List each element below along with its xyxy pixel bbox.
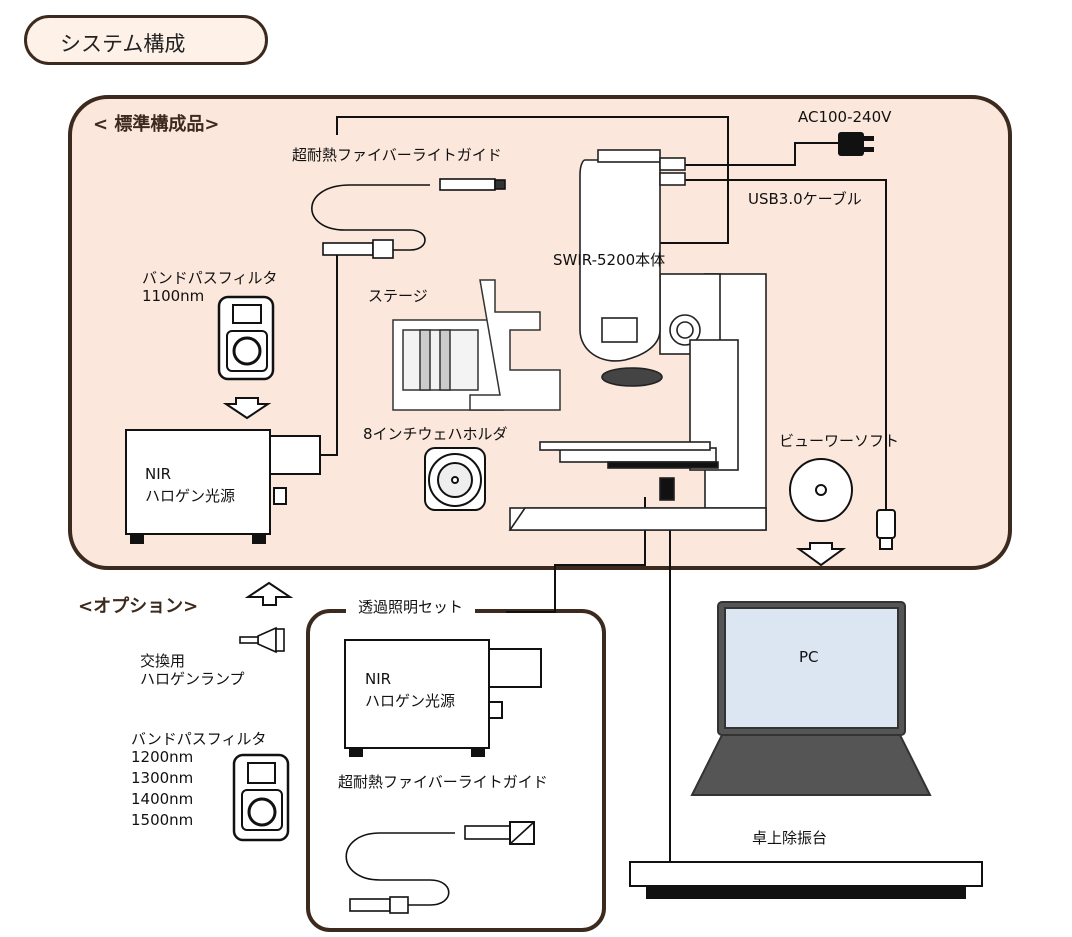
wafer-holder-label: 8インチウェハホルダ [363,425,508,443]
light-source-line1: NIR [145,465,172,483]
option-bandpass-filter-icon [232,753,290,842]
title-pill [24,15,268,65]
lamp-label-line2: ハロゲンランプ [140,670,245,688]
arrow-up-icon [244,581,294,606]
arrow-down-icon [222,397,272,420]
arrow-down-icon [795,542,847,567]
light-source-line2: ハロゲン光源 [145,487,236,505]
option-filter-nm: 1500nm [131,811,194,829]
transmit-fiber-label: 超耐熱ファイバーライトガイド [338,773,548,791]
wafer-holder-icon [424,447,486,511]
vibration-table-icon [629,861,983,899]
main-unit-label: SWIR-5200本体 [553,251,666,269]
halogen-lamp-icon [239,626,285,654]
power-plug-icon [838,132,874,156]
usb-connector-icon [876,509,896,550]
viewer-software-label: ビューワーソフト [779,432,900,450]
option-filter-nm: 1200nm [131,748,194,766]
pc-label: PC [799,648,819,666]
page-title: システム構成 [60,32,186,56]
stage-icon [392,279,561,411]
option-filter-label: バンドパスフィルタ [131,730,267,748]
stage-label: ステージ [368,287,428,305]
fiber-light-guide-icon [311,178,506,259]
power-label: AC100-240V [798,108,892,126]
lamp-label-line1: 交換用 [140,652,186,670]
standard-heading: < 標準構成品> [93,114,220,135]
transmit-source-line2: ハロゲン光源 [365,692,456,710]
bandpass-filter-icon [217,295,275,381]
fiber-cable-left [320,248,338,456]
filter-label: バンドパスフィルタ [142,269,278,287]
viewer-software-disc-icon [789,458,853,522]
microscope-base-icon [508,507,767,531]
usb-cable [685,179,887,510]
power-cable [685,142,838,166]
option-filter-nm: 1400nm [131,790,194,808]
transmit-cable [506,497,646,613]
transmit-fiber-guide-icon [345,821,535,914]
fiber-cable-top [336,116,729,244]
option-heading: <オプション> [78,596,199,617]
vibration-table-label: 卓上除振台 [752,829,828,847]
transmit-source-line1: NIR [365,670,392,688]
transmit-light-source-icon [344,639,542,757]
filter-nm-label: 1100nm [142,287,205,305]
option-filter-nm: 1300nm [131,769,194,787]
fiber-guide-label: 超耐熱ファイバーライトガイド [292,146,502,164]
usb-cable-label: USB3.0ケーブル [748,190,862,208]
laptop-pc-icon [690,601,932,796]
nir-light-source-icon [125,429,321,544]
transmit-set-heading: 透過照明セット [346,596,476,617]
